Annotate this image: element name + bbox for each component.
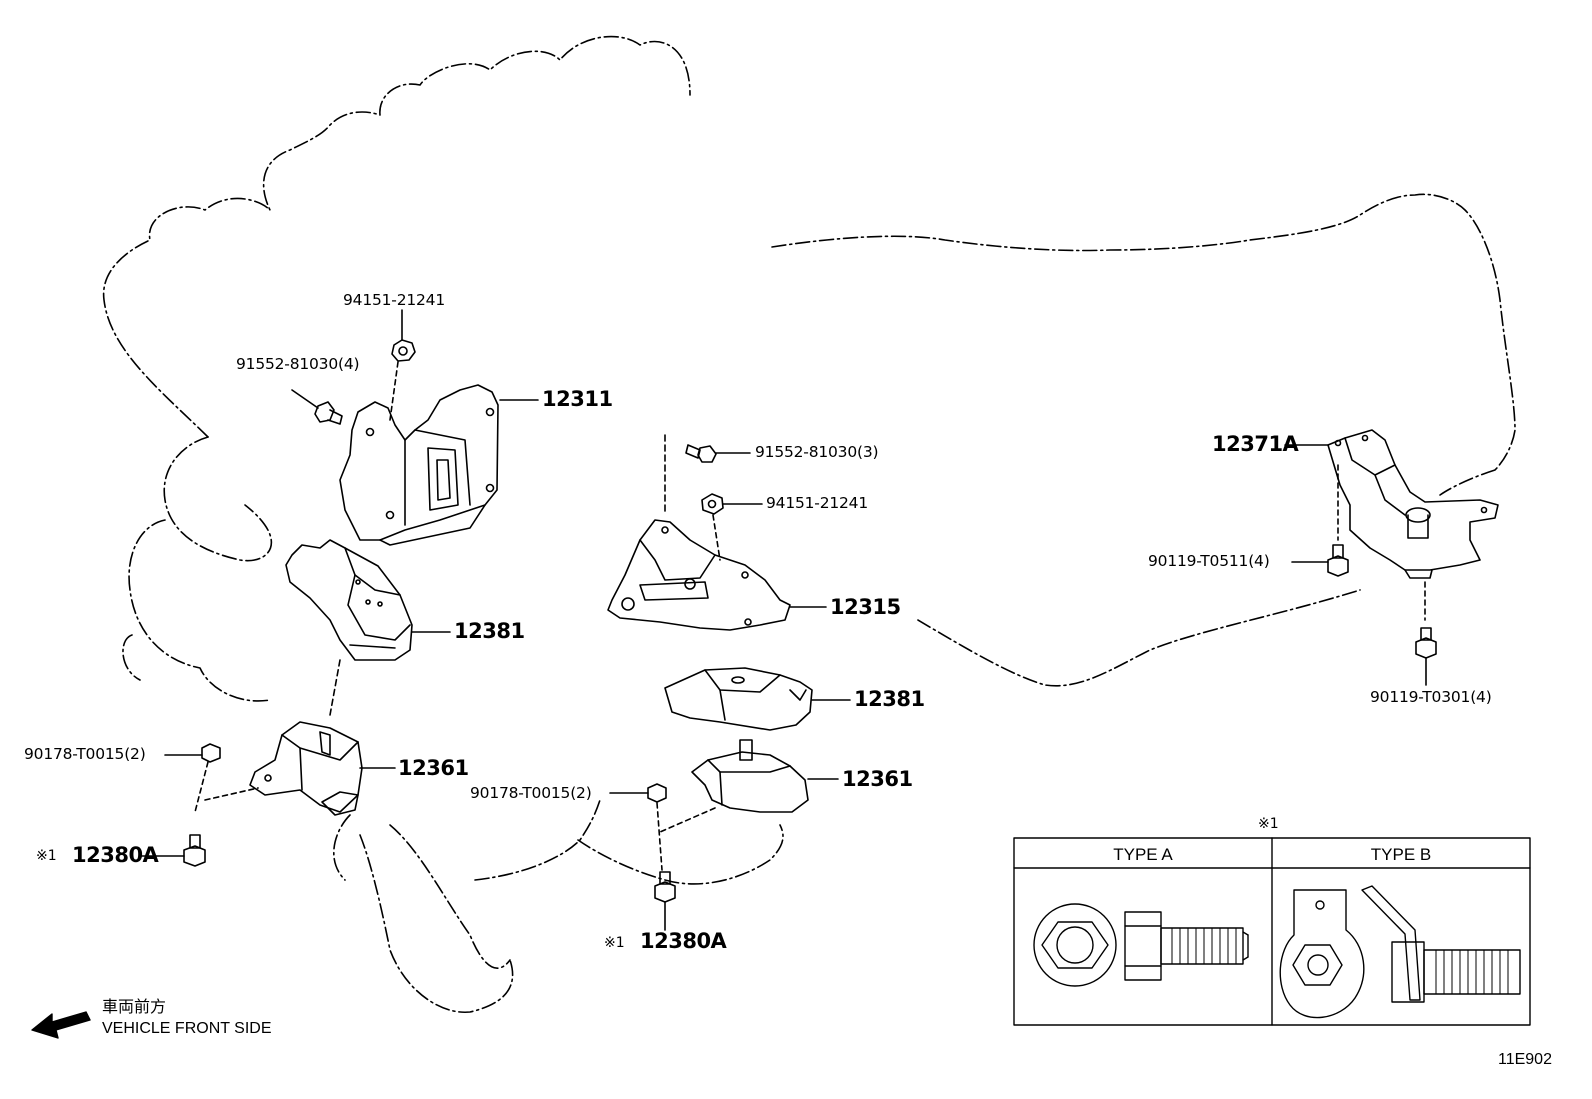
member-12371a-shape <box>1284 429 1499 621</box>
legend-type-a-header: TYPE A <box>1113 845 1173 864</box>
nut-90178-left-shape <box>164 743 259 813</box>
bolt-12380a-center-shape <box>654 871 676 931</box>
bolt-12380a-left-shape <box>139 834 206 867</box>
bolt-91552-center-shape <box>664 434 751 516</box>
type-b-bolt-side-view <box>1361 885 1521 1003</box>
type-a-bolt-side-view <box>1124 911 1249 981</box>
nut-90178-center-shape <box>609 783 667 871</box>
callout-12315[interactable]: 12315 <box>830 595 901 619</box>
note-mark-center: ※1 <box>604 935 625 951</box>
note-mark-left: ※1 <box>36 848 57 864</box>
callout-12371a[interactable]: 12371A <box>1212 432 1299 456</box>
front-arrow-shape <box>31 1011 91 1039</box>
callout-90178-t0015-center[interactable]: 90178-T0015(2) <box>470 784 592 802</box>
type-b-bolt-head-view <box>1279 889 1365 1019</box>
callout-12361-center[interactable]: 12361 <box>842 767 913 791</box>
callout-12380a-left[interactable]: 12380A <box>72 843 159 867</box>
legend-box <box>1013 837 1531 1026</box>
insulator-12381-center-shape <box>664 667 851 731</box>
bracket-12315-shape <box>607 519 827 631</box>
callout-12381-center[interactable]: 12381 <box>854 687 925 711</box>
bolt-91552-left-shape <box>291 389 343 425</box>
callout-94151-21241-center[interactable]: 94151-21241 <box>766 494 869 512</box>
front-indicator-japanese: 車両前方 <box>102 999 167 1016</box>
diagram-code: 11E902 <box>1498 1051 1552 1068</box>
callout-12311[interactable]: 12311 <box>542 387 613 411</box>
bracket-12311-shape <box>339 384 539 546</box>
bolt-90119-t0511-shape <box>1291 544 1349 577</box>
nut-94151-top-shape <box>389 309 416 421</box>
callout-91552-81030-left[interactable]: 91552-81030(4) <box>236 355 360 373</box>
callout-12361-left[interactable]: 12361 <box>398 756 469 780</box>
legend-type-b-header: TYPE B <box>1370 845 1432 864</box>
callout-94151-21241-top[interactable]: 94151-21241 <box>343 291 446 309</box>
callout-90119-t0301[interactable]: 90119-T0301(4) <box>1370 688 1492 706</box>
callout-90178-t0015-left[interactable]: 90178-T0015(2) <box>24 745 146 763</box>
bolt-90119-t0301-shape <box>1415 627 1437 686</box>
callout-91552-81030-center[interactable]: 91552-81030(3) <box>755 443 879 461</box>
nut-94151-center-shape <box>701 493 763 561</box>
front-indicator-english: VEHICLE FRONT SIDE <box>102 1020 272 1037</box>
legend-note-mark: ※1 <box>1258 816 1279 832</box>
insulator-12361-left-shape <box>249 721 396 816</box>
insulator-12381-left-shape <box>285 539 451 716</box>
transmission-phantom-outline <box>771 193 1516 687</box>
type-a-bolt-head-view <box>1033 903 1117 987</box>
insulator-12361-center-shape <box>659 739 839 833</box>
callout-90119-t0511[interactable]: 90119-T0511(4) <box>1148 552 1270 570</box>
callout-12380a-center[interactable]: 12380A <box>640 929 727 953</box>
engine-phantom-outline <box>102 35 784 1013</box>
callout-12381-left[interactable]: 12381 <box>454 619 525 643</box>
